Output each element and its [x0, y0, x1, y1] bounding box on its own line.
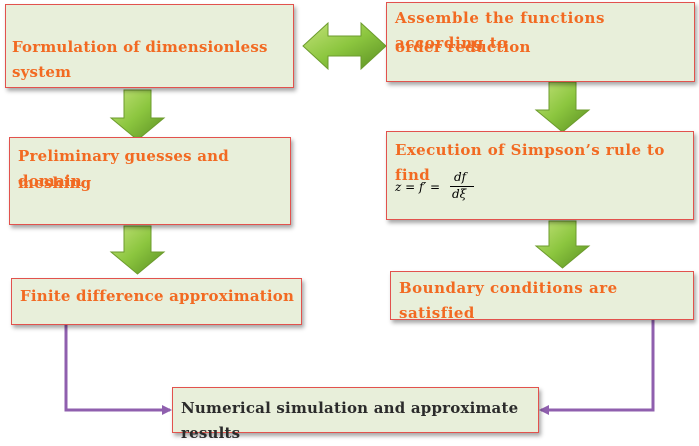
formula-numerator: df — [454, 170, 467, 184]
formula-fraction-bar — [450, 186, 474, 187]
assemble-label-line1: Assemble the functions according to — [395, 9, 606, 52]
box-finite-difference: Finite difference approximation — [11, 278, 302, 325]
box-final: Numerical simulation and approximate res… — [172, 387, 539, 442]
down-arrow-icon — [109, 89, 166, 141]
box-boundary: Boundary conditions are satisfied — [390, 271, 694, 322]
diagram-connectors — [64, 21, 655, 415]
formulation-label: Formulation of dimensionless system — [12, 38, 268, 81]
box-assemble: Assemble the functions according to orde… — [386, 2, 695, 82]
box-simpson: Execution of Simpson’s rule to find z = … — [386, 131, 694, 220]
finite-difference-label: Finite difference approximation — [20, 287, 295, 305]
down-arrow-icon — [534, 220, 591, 269]
down-arrow-icon — [109, 225, 166, 275]
simpson-label: Execution of Simpson’s rule to find — [395, 141, 665, 184]
box-formulation: Formulation of dimensionless system — [5, 4, 294, 88]
formula-denominator: dξ — [452, 187, 467, 201]
down-arrow-icon — [534, 81, 591, 133]
boundary-label: Boundary conditions are satisfied — [399, 279, 618, 322]
connector-left — [64, 325, 172, 415]
preliminary-label-line2: meshing — [18, 174, 92, 192]
preliminary-label-line1: Preliminary guesses and domain — [18, 147, 229, 190]
assemble-label-line2: order reduction — [395, 38, 531, 56]
formula-lhs: z = f′ = — [395, 180, 441, 194]
connector-right — [539, 320, 655, 415]
final-label: Numerical simulation and approximate res… — [181, 399, 519, 442]
box-preliminary: Preliminary guesses and domain meshing — [9, 137, 291, 225]
double-headed-arrow-icon — [302, 21, 387, 71]
